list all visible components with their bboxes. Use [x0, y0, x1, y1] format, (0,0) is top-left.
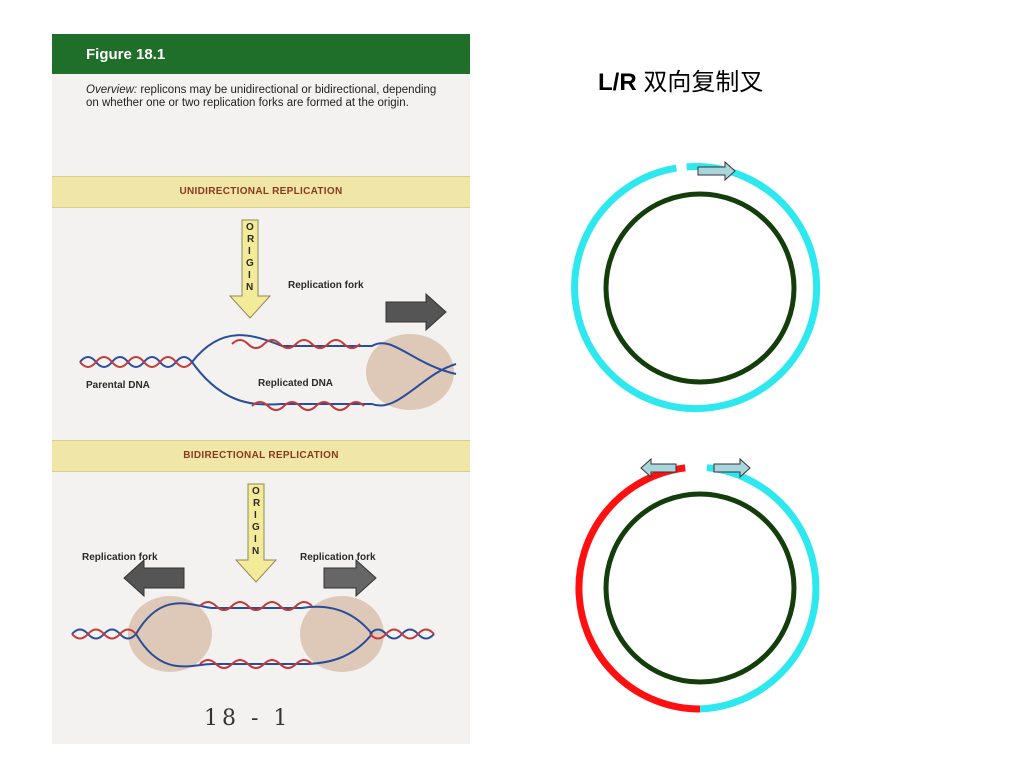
uni-replication-bubble	[366, 334, 454, 410]
replicated-dna-label: Replicated DNA	[258, 378, 334, 389]
uni-dna-helix	[79, 334, 457, 411]
origin-letter: N	[252, 546, 260, 557]
unidirectional-banner: UNIDIRECTIONAL REPLICATION	[52, 176, 470, 208]
right-fork-arrow	[713, 457, 751, 479]
slide-title-bold: L/R	[598, 69, 637, 96]
leftward-strand-arc	[575, 464, 701, 713]
origin-letter: R	[253, 498, 261, 509]
rightward-strand-arc	[699, 464, 820, 713]
uni-fork-label: Replication fork	[288, 280, 364, 291]
origin-letter: R	[247, 234, 255, 245]
bi-right-fork-arrow	[323, 558, 377, 598]
replicated-strand-arc	[571, 163, 821, 412]
bi-replication-bubbles	[128, 596, 384, 672]
figure-title: Figure 18.1	[86, 46, 166, 63]
fork-direction-arrow	[697, 160, 736, 182]
figure-panel: Figure 18.1 Overview: replicons may be u…	[52, 34, 470, 744]
bidirectional-banner: BIDIRECTIONAL REPLICATION	[52, 440, 470, 472]
uni-fork-arrow	[385, 292, 447, 332]
parental-dna-label: Parental DNA	[86, 380, 150, 391]
figure-illustration	[71, 219, 457, 672]
bidirectional-circle-diagram	[575, 457, 820, 713]
origin-letter: N	[246, 282, 254, 293]
origin-letter: O	[252, 486, 260, 497]
overview-label: Overview:	[86, 84, 138, 96]
origin-letter: I	[254, 534, 257, 545]
origin-letter: G	[246, 258, 254, 269]
origin-letter: I	[248, 246, 251, 257]
handwritten-note: 18 - 1	[204, 706, 292, 731]
bi-origin-arrow	[234, 483, 278, 583]
template-circle	[603, 191, 797, 385]
slide-title: L/R 双向复制叉	[598, 62, 763, 97]
unidirectional-circle-diagram	[571, 160, 821, 412]
origin-letter: G	[252, 522, 260, 533]
figure-overview: Overview: replicons may be unidirectiona…	[86, 84, 446, 110]
slide-title-rest: 双向复制叉	[636, 69, 764, 96]
origin-letter: I	[248, 270, 251, 281]
bi-dna-helix	[71, 601, 435, 669]
figure-header: Figure 18.1	[52, 34, 470, 74]
bi-left-fork-label: Replication fork	[82, 552, 158, 563]
bi-left-fork-arrow	[123, 558, 185, 598]
template-circle	[603, 491, 797, 685]
origin-letter: O	[246, 222, 254, 233]
left-fork-arrow	[640, 457, 677, 479]
bi-right-fork-label: Replication fork	[300, 552, 376, 563]
origin-letter: I	[254, 510, 257, 521]
uni-origin-arrow	[228, 219, 272, 319]
overview-text: replicons may be unidirectional or bidir…	[86, 84, 437, 109]
